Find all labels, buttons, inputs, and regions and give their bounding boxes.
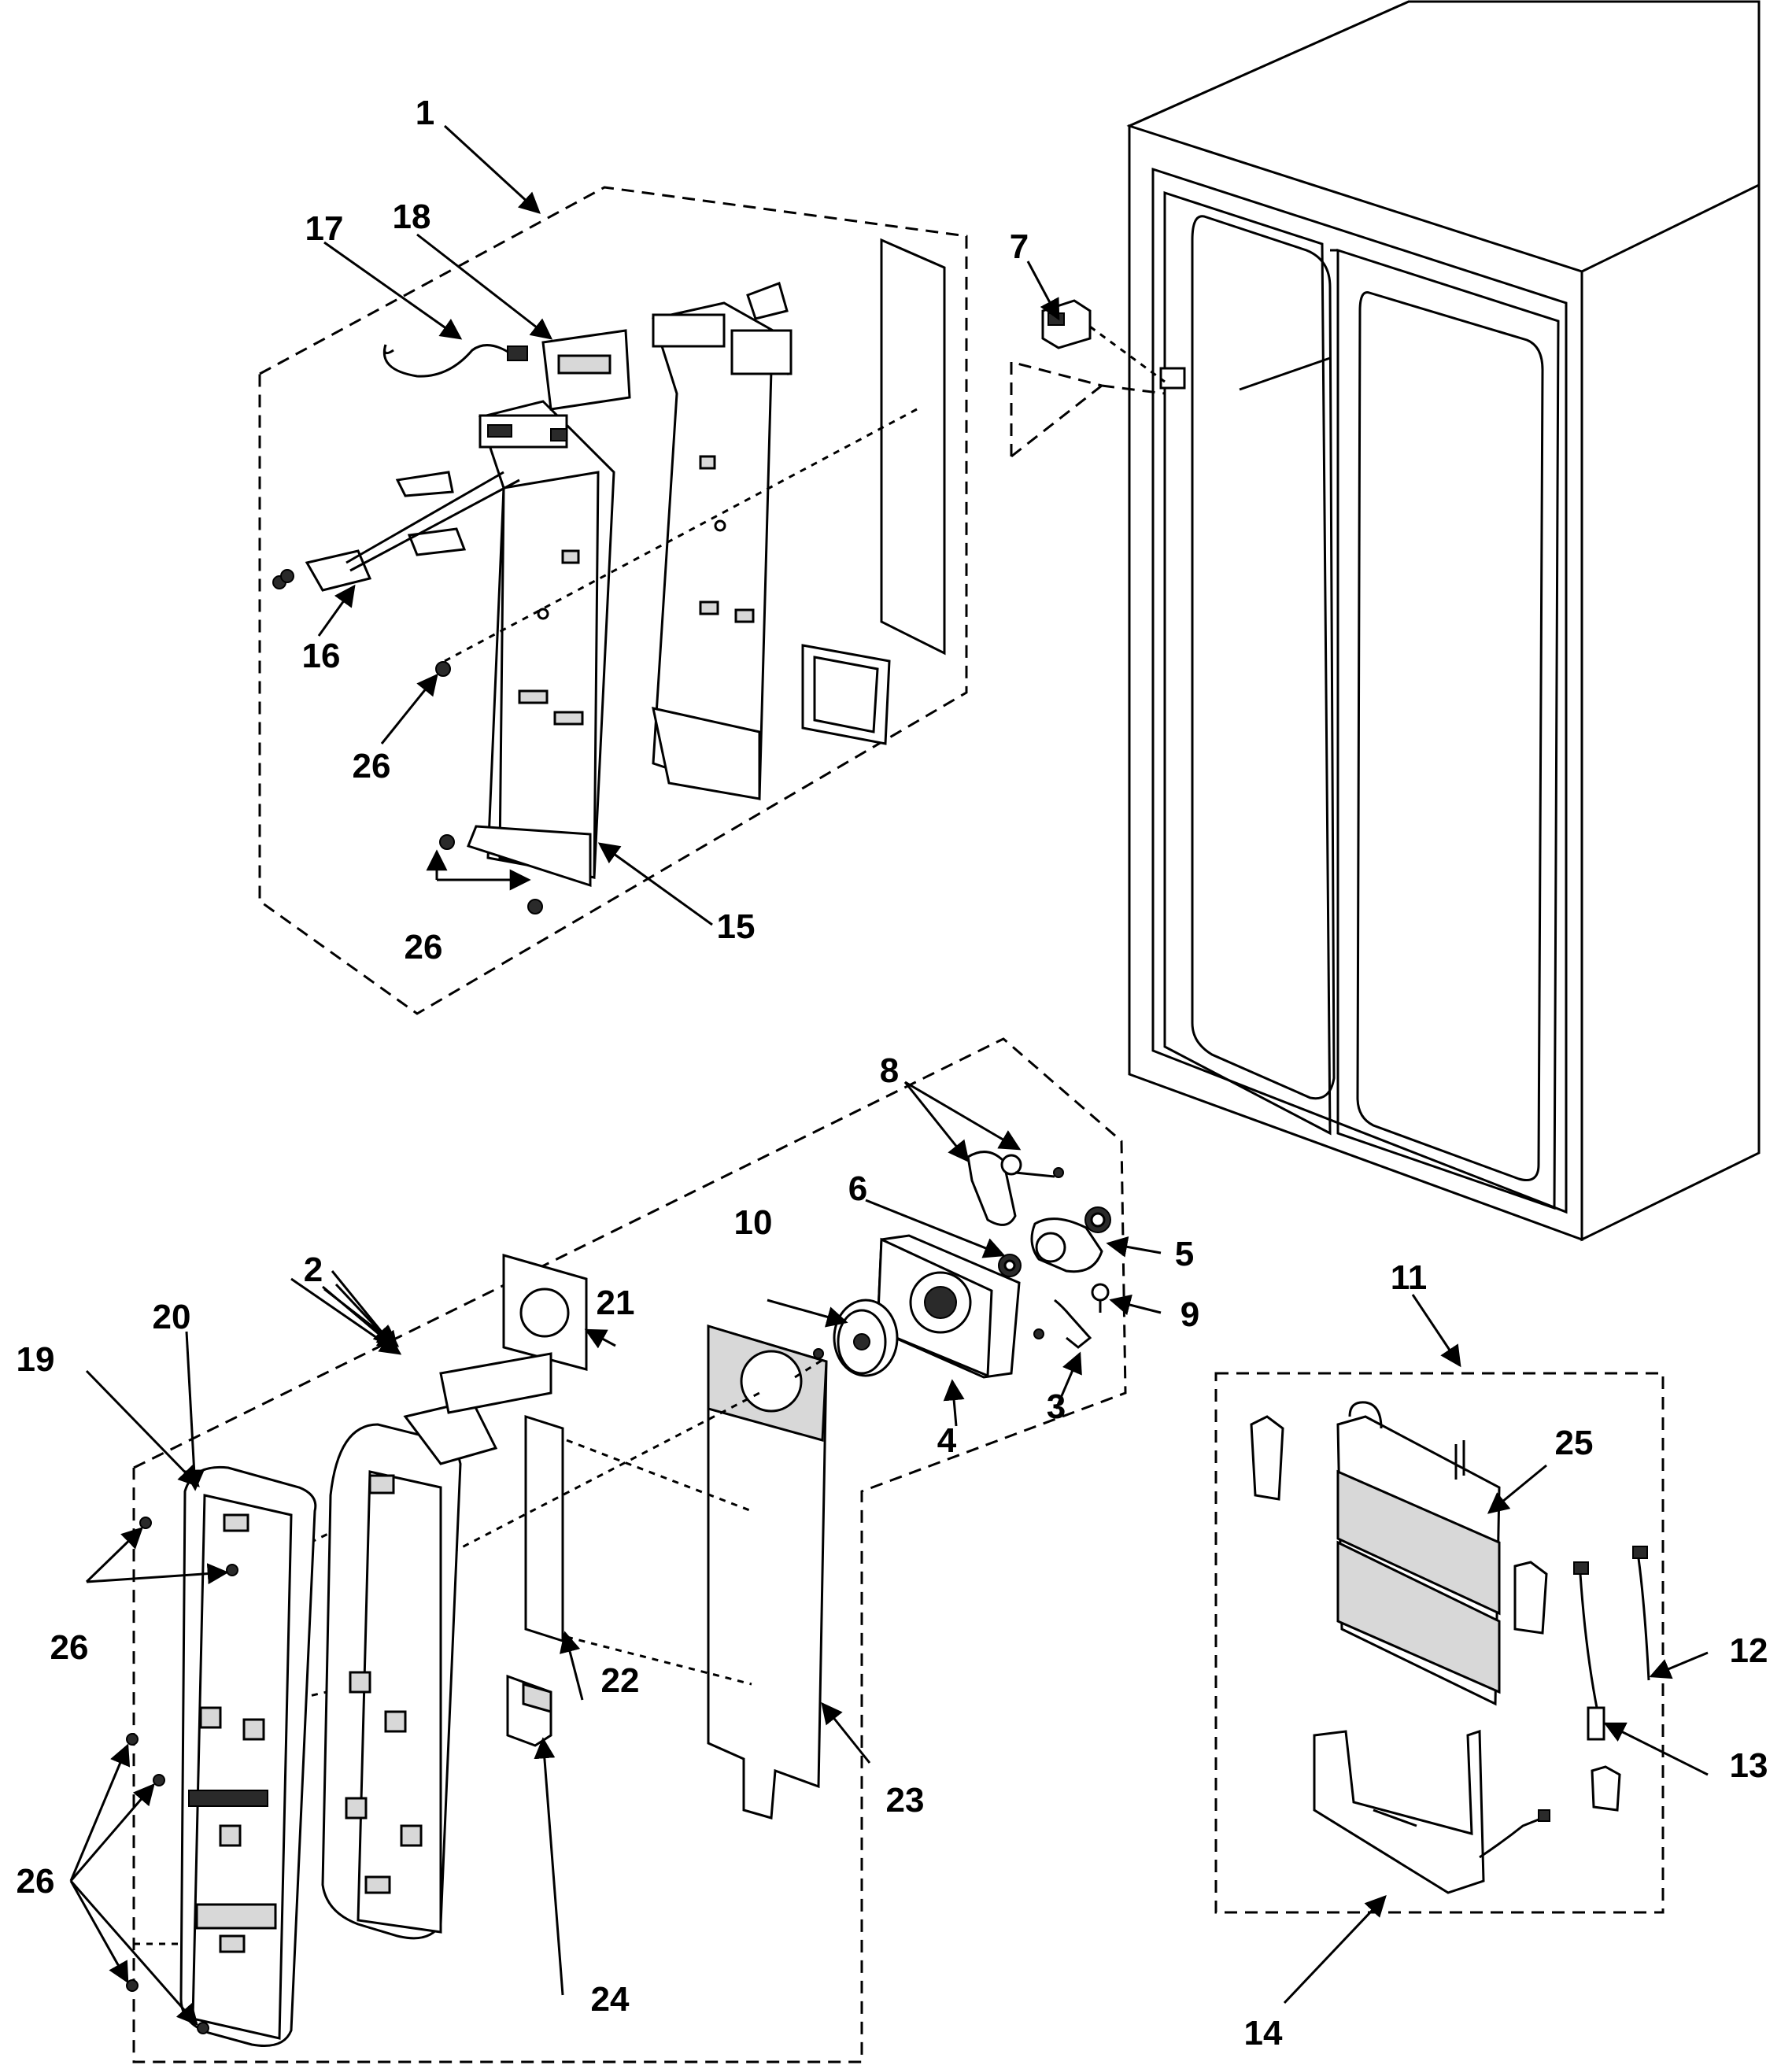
- callout-17: 17: [305, 209, 344, 248]
- part-23-duct-panel: [707, 1324, 828, 1820]
- part-22-insulation: [524, 1414, 564, 1643]
- callout-8: 8: [880, 1051, 899, 1090]
- part-4-fan-housing: [876, 1234, 1044, 1379]
- part-10-fan-blade: [813, 1299, 899, 1377]
- part-21-plate: [502, 1254, 588, 1371]
- callout-11: 11: [1391, 1258, 1428, 1297]
- callout-26-group2-bottom: 26: [17, 1862, 55, 1901]
- callout-26-upper: 26: [353, 747, 391, 785]
- part-25-evaporator: [1336, 1401, 1501, 1706]
- callout-4: 4: [937, 1421, 957, 1460]
- part-3-clip: [1054, 1299, 1092, 1349]
- part-17-wire-harness: [383, 344, 528, 378]
- callout-19: 19: [17, 1340, 55, 1379]
- callout-21: 21: [597, 1284, 635, 1322]
- group-11-boundary: [1214, 1372, 1665, 1914]
- callout-23: 23: [886, 1781, 925, 1820]
- callout-16: 16: [302, 637, 341, 675]
- callout-10: 10: [734, 1203, 773, 1242]
- callout-22: 22: [601, 1661, 640, 1700]
- group-2-boundary: [132, 1037, 1127, 2063]
- callout-5: 5: [1175, 1235, 1194, 1273]
- part-12-sensor-wire: [1632, 1546, 1650, 1681]
- callout-25: 25: [1555, 1424, 1594, 1462]
- part-15-cover-panel: [467, 400, 615, 888]
- group-1-boundary: [258, 186, 1166, 1015]
- callout-15: 15: [717, 907, 756, 946]
- callout-14: 14: [1244, 2014, 1283, 2052]
- part-19-cover: [179, 1465, 317, 2047]
- part-8-bracket: [966, 1151, 1064, 1226]
- callout-26-lower: 26: [405, 928, 443, 966]
- part-9-screw: [1091, 1283, 1110, 1313]
- callout-1: 1: [416, 94, 434, 132]
- callout-24: 24: [591, 1980, 630, 2019]
- part-5-fan-motor: [1030, 1206, 1111, 1273]
- callout-7: 7: [1010, 227, 1029, 266]
- group-11-clip-left: [1250, 1415, 1284, 1501]
- callout-6: 6: [848, 1169, 867, 1208]
- part-13-fuse-wire: [1573, 1561, 1605, 1741]
- part-16-switch: [272, 471, 520, 592]
- leader-lines: [69, 124, 1709, 2027]
- callout-3: 3: [1047, 1387, 1066, 1426]
- callout-12: 12: [1730, 1631, 1768, 1670]
- refrigerator-cabinet: [1126, 0, 1761, 1242]
- callout-2: 2: [304, 1251, 323, 1289]
- callout-18: 18: [393, 198, 431, 236]
- group-11-clip-right: [1513, 1561, 1548, 1635]
- group-1-insulation-strip: [880, 238, 946, 656]
- part-6-grommet: [998, 1254, 1022, 1277]
- group-1-housing: [652, 282, 793, 801]
- callout-9: 9: [1181, 1295, 1199, 1334]
- callout-20: 20: [153, 1298, 191, 1336]
- callout-13: 13: [1730, 1746, 1768, 1785]
- part-20-housing: [321, 1352, 552, 1940]
- group-1-gasket-frame: [801, 644, 891, 745]
- callout-26-group2-top: 26: [50, 1628, 89, 1667]
- part-14-drain-pan: [1313, 1729, 1550, 1894]
- part-24-bracket: [506, 1674, 552, 1747]
- part-18-cap: [541, 329, 631, 411]
- group-11-small-clip: [1591, 1765, 1621, 1812]
